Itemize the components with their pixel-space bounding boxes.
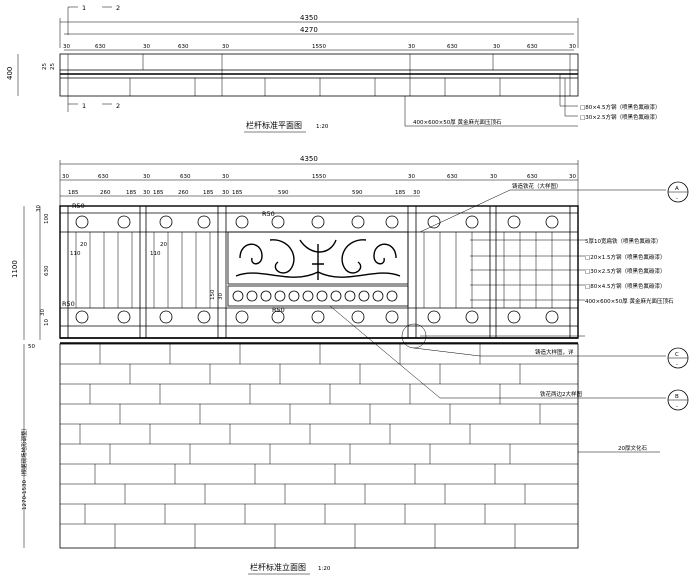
elev-top-seg-7: 630 xyxy=(447,174,458,180)
plan-seg-10: 30 xyxy=(569,44,576,50)
elev-inner-height: 150 xyxy=(210,289,216,300)
plan-seg-2: 30 xyxy=(143,44,150,50)
elev-top-seg-5: 1550 xyxy=(312,174,326,180)
elev-left-h-4: 50 xyxy=(28,344,35,350)
elev-left-h-1: 100 xyxy=(44,213,50,224)
elev-top-seg-6: 30 xyxy=(408,174,415,180)
callout-a: A - xyxy=(667,181,689,203)
plan-dim-left-small-0: 25 xyxy=(42,63,48,70)
elev-top-seg-3: 630 xyxy=(180,174,191,180)
callout-b: B - xyxy=(667,389,689,411)
elev-sub-seg-11: 185 xyxy=(395,190,406,196)
elev-note-0: 铸造铁花（大样图） xyxy=(512,182,562,190)
plan-view: 1 2 4350 4270 30 630 30 630 30 1550 30 6… xyxy=(6,4,661,133)
elev-wall-height: 1270-1530（根据现场地形调整） xyxy=(20,425,28,510)
vertical-bars xyxy=(75,232,553,308)
elev-note-1: 5厚10宽扁铁（喷黑色氟碳漆） xyxy=(585,237,662,245)
elev-left-h-3: 30 xyxy=(40,309,46,316)
elev-sub-seg-5: 260 xyxy=(178,190,189,196)
elev-bar-pitch-a: 110 xyxy=(70,251,81,257)
plan-note-1: □30×2.5方钢（喷黑色氟碳漆） xyxy=(580,113,661,121)
elev-top-seg-1: 630 xyxy=(98,174,109,180)
section-mark-2-top: 2 xyxy=(116,4,120,12)
svg-text:C: C xyxy=(675,352,679,358)
svg-text:-: - xyxy=(676,196,678,202)
plan-dim-left-vertical: 400 xyxy=(6,67,14,80)
top-rings xyxy=(75,215,559,229)
bottom-rings xyxy=(75,310,559,324)
elev-top-seg-10: 30 xyxy=(569,174,576,180)
elev-note-5: 400×600×50厚 黄金麻光面压顶石 xyxy=(585,297,674,305)
svg-text:A: A xyxy=(675,186,679,192)
plan-seg-0: 30 xyxy=(63,44,70,50)
elev-sub-seg-8: 185 xyxy=(232,190,243,196)
svg-text:B: B xyxy=(675,394,679,400)
elev-note-6: 铸造大样图，详 xyxy=(535,348,574,356)
elev-top-seg-4: 30 xyxy=(222,174,229,180)
elevation-view: 4350 30 630 30 630 30 1550 30 630 30 630… xyxy=(11,155,689,575)
ornamental-panel xyxy=(227,231,409,307)
plan-seg-5: 1550 xyxy=(312,44,326,50)
elev-note-4: □80×4.5方钢（喷黑色氟碳漆） xyxy=(585,282,666,290)
elev-sub-seg-0: 185 xyxy=(68,190,79,196)
callout-c: C - xyxy=(667,347,689,369)
stone-wall xyxy=(59,343,579,549)
elev-note-8: 20厚文化石 xyxy=(618,444,647,452)
elev-inner-height2: 30 xyxy=(218,293,224,300)
elev-note-3: □30×2.5方钢（喷黑色氟碳漆） xyxy=(585,267,666,275)
elevation-title: 栏杆标准立面图 xyxy=(250,562,306,572)
elev-top-seg-8: 30 xyxy=(490,174,497,180)
elev-sub-seg-10: 590 xyxy=(352,190,363,196)
elev-radius-2: R50 xyxy=(62,300,75,308)
elev-dim-total: 4350 xyxy=(300,155,318,163)
elev-radius-1: R50 xyxy=(262,210,275,218)
elevation-scale: 1:20 xyxy=(318,566,331,572)
elev-radius-0: R50 xyxy=(72,202,85,210)
elev-radius-3: R50 xyxy=(272,306,285,314)
plan-title: 栏杆标准平面图 xyxy=(246,120,302,130)
elev-left-h-0: 30 xyxy=(36,205,42,212)
section-mark-1-bottom: 1 xyxy=(82,102,86,110)
elev-sub-seg-9: 590 xyxy=(278,190,289,196)
elev-top-seg-0: 30 xyxy=(62,174,69,180)
elev-bar-pitch-b: 110 xyxy=(150,251,161,257)
elev-left-h-2: 630 xyxy=(44,265,50,276)
plan-seg-8: 30 xyxy=(493,44,500,50)
elev-sub-seg-7: 30 xyxy=(222,190,229,196)
elev-top-seg-9: 630 xyxy=(527,174,538,180)
elev-left-h-5: 10 xyxy=(44,319,50,326)
elev-bar-spacing-b: 20 xyxy=(160,242,167,248)
plan-dim-total-outer: 4350 xyxy=(300,14,318,22)
svg-text:-: - xyxy=(676,362,678,368)
elev-note-2: □20×1.5方钢（喷黑色氟碳漆） xyxy=(585,253,666,261)
plan-seg-9: 630 xyxy=(527,44,538,50)
plan-dim-total-inner: 4270 xyxy=(300,26,318,34)
elev-sub-seg-6: 185 xyxy=(203,190,214,196)
plan-note-2: 400×600×50厚 黄金麻光面压顶石 xyxy=(413,118,502,126)
plan-seg-6: 30 xyxy=(408,44,415,50)
plan-dim-left-small-1: 25 xyxy=(50,63,56,70)
section-mark-1-top: 1 xyxy=(82,4,86,12)
elev-sub-seg-2: 185 xyxy=(126,190,137,196)
elev-bar-spacing-a: 20 xyxy=(80,242,87,248)
elev-sub-seg-3: 30 xyxy=(143,190,150,196)
plan-seg-4: 30 xyxy=(222,44,229,50)
section-mark-2-bottom: 2 xyxy=(116,102,120,110)
elev-note-7: 铁花两边2大样图 xyxy=(540,390,582,398)
elev-top-seg-2: 30 xyxy=(143,174,150,180)
plan-seg-7: 630 xyxy=(447,44,458,50)
elev-sub-seg-4: 185 xyxy=(153,190,164,196)
svg-text:-: - xyxy=(676,404,678,410)
plan-note-0: □80×4.5方钢（喷黑色氟碳漆） xyxy=(580,103,661,111)
elev-dim-left-total: 1100 xyxy=(11,260,19,278)
plan-scale: 1:20 xyxy=(316,124,329,130)
elev-sub-seg-1: 260 xyxy=(100,190,111,196)
plan-seg-1: 630 xyxy=(95,44,106,50)
plan-seg-3: 630 xyxy=(178,44,189,50)
elev-sub-seg-12: 30 xyxy=(413,190,420,196)
